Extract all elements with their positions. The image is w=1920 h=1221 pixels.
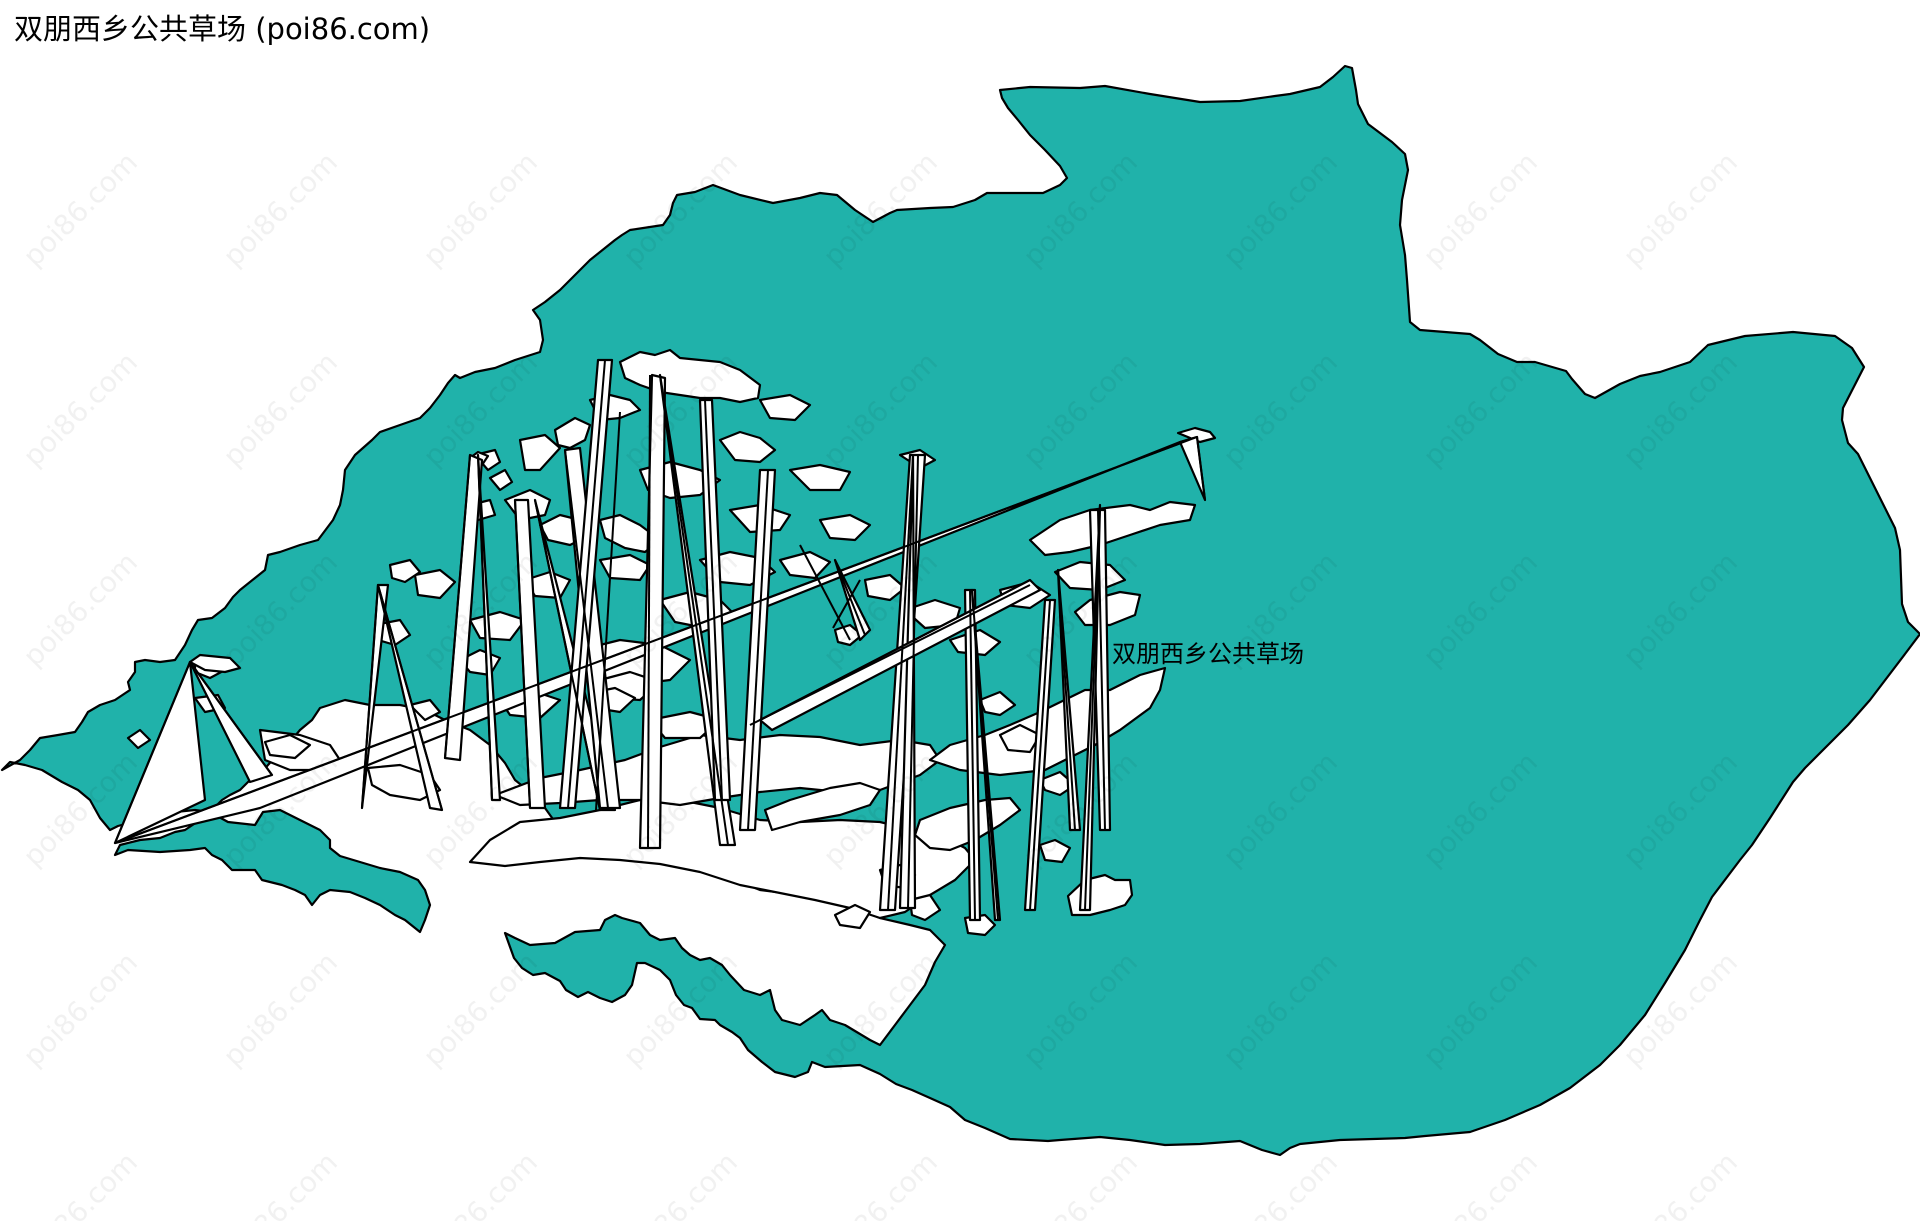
region-label: 双朋西乡公共草场 — [1112, 640, 1304, 668]
page-title: 双朋西乡公共草场 (poi86.com) — [14, 12, 431, 46]
region-polygon[interactable] — [0, 64, 1920, 1157]
